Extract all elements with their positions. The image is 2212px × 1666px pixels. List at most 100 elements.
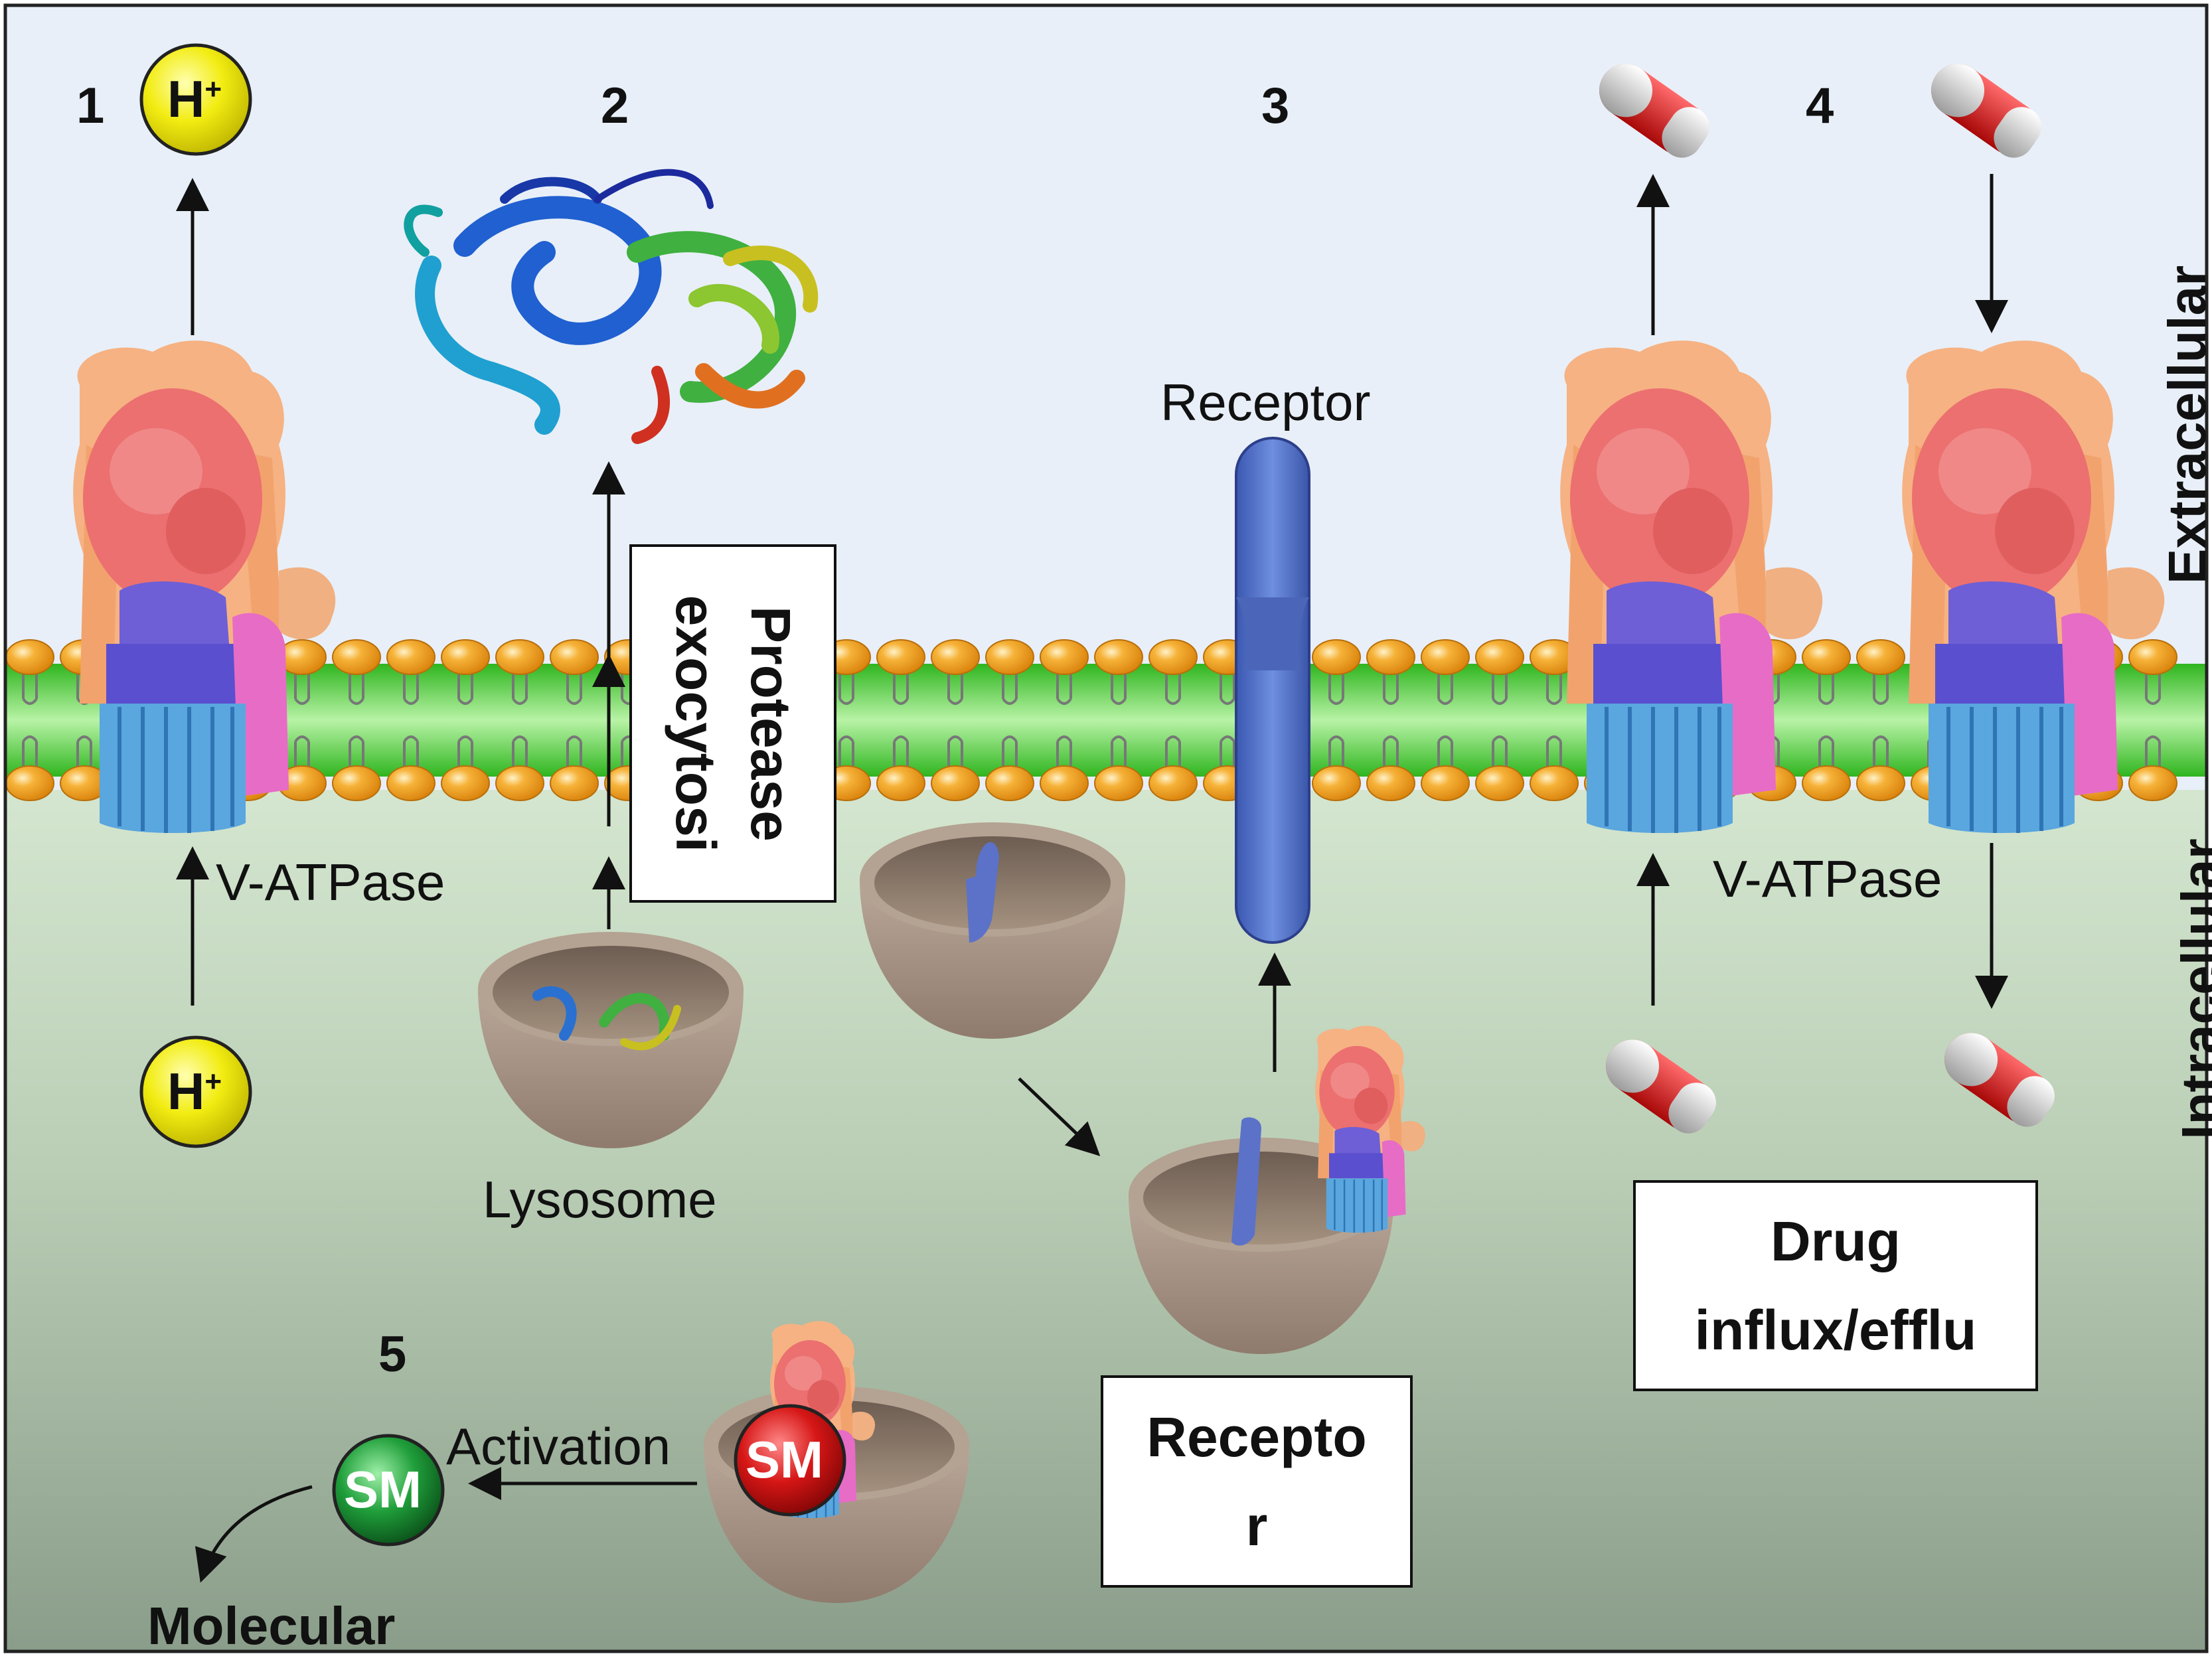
lipid-tail bbox=[294, 674, 310, 705]
lipid-head bbox=[1040, 765, 1089, 801]
receptor-box: Recepto r bbox=[1101, 1375, 1413, 1588]
v-atpase-label-left: V-ATPase bbox=[216, 853, 445, 911]
lipid-tail bbox=[1546, 674, 1562, 705]
lipid-head bbox=[550, 765, 599, 801]
proton-sphere-top bbox=[139, 43, 252, 156]
lysosome-label: Lysosome bbox=[483, 1170, 717, 1229]
arrow-receptor-recycle bbox=[1018, 1077, 1101, 1156]
lipid-head bbox=[1421, 765, 1470, 801]
lipid-tail bbox=[457, 735, 473, 767]
lipid-head bbox=[550, 639, 599, 675]
lipid-head bbox=[1856, 639, 1905, 675]
step-5-number: 5 bbox=[378, 1326, 407, 1383]
lipid-tail bbox=[1437, 735, 1453, 767]
proton-sphere-bottom bbox=[139, 1035, 252, 1148]
lipid-head bbox=[876, 765, 925, 801]
step-2-number: 2 bbox=[601, 78, 629, 134]
cell-membrane bbox=[5, 639, 2207, 801]
lipid-head bbox=[5, 765, 54, 801]
lipid-head bbox=[1366, 765, 1415, 801]
lipid-head bbox=[332, 765, 381, 801]
lipid-tail bbox=[349, 674, 364, 705]
step-3-number: 3 bbox=[1261, 78, 1290, 134]
lipid-head bbox=[1148, 765, 1198, 801]
lipid-tail bbox=[349, 735, 364, 767]
lipid-tail bbox=[1492, 735, 1508, 767]
lipid-tail bbox=[566, 735, 582, 767]
proton-label-top: H+ bbox=[167, 70, 222, 128]
lipid-tail bbox=[1165, 735, 1181, 767]
lipid-head bbox=[1094, 639, 1143, 675]
lipid-tail bbox=[1437, 674, 1453, 705]
lipid-tail bbox=[1818, 735, 1834, 767]
arrow-molecular bbox=[195, 1485, 313, 1583]
lipid-head bbox=[1856, 765, 1905, 801]
lipid-head bbox=[1475, 765, 1524, 801]
lipid-head bbox=[1148, 639, 1198, 675]
intracellular-label: Intracellular bbox=[2171, 838, 2212, 1140]
lipid-head bbox=[1421, 639, 1470, 675]
lipid-tail bbox=[893, 735, 909, 767]
activation-label: Activation bbox=[446, 1417, 671, 1476]
lipid-head bbox=[1530, 765, 1579, 801]
drug-influx-efflux-box: Drug influx/efflu bbox=[1633, 1180, 2038, 1391]
receptor-protein bbox=[1235, 437, 1310, 944]
sm-sphere-inactive bbox=[734, 1404, 846, 1517]
lipid-head bbox=[1802, 765, 1851, 801]
lipid-head bbox=[1312, 639, 1361, 675]
step-4-number: 4 bbox=[1806, 78, 1834, 134]
molecular-label: Molecular bbox=[147, 1596, 396, 1655]
lipid-tail bbox=[1818, 674, 1834, 705]
protease-structure bbox=[404, 169, 819, 444]
lipid-head bbox=[876, 639, 925, 675]
lipid-tail bbox=[1111, 674, 1127, 705]
lipid-tail bbox=[1383, 674, 1399, 705]
lipid-head bbox=[931, 639, 980, 675]
lipid-tail bbox=[1873, 674, 1889, 705]
sm-label-inactive: SM bbox=[746, 1430, 823, 1489]
lipid-tail bbox=[1492, 674, 1508, 705]
lipid-head bbox=[386, 639, 435, 675]
lipid-tail bbox=[22, 735, 38, 767]
lipid-tail bbox=[947, 674, 963, 705]
receptor-label: Receptor bbox=[1160, 373, 1371, 431]
lipid-head bbox=[985, 765, 1034, 801]
lipid-head bbox=[386, 765, 435, 801]
lipid-tail bbox=[294, 735, 310, 767]
lipid-tail bbox=[76, 735, 92, 767]
lipid-head bbox=[495, 639, 544, 675]
lipid-tail bbox=[1111, 735, 1127, 767]
sm-label-active: SM bbox=[344, 1460, 422, 1519]
proton-label-bottom: H+ bbox=[167, 1062, 222, 1120]
lipid-head bbox=[495, 765, 544, 801]
lipid-head bbox=[1366, 639, 1415, 675]
lipid-head bbox=[1802, 639, 1851, 675]
lipid-head bbox=[2128, 639, 2177, 675]
lipid-head bbox=[2128, 765, 2177, 801]
v-atpase-label-right: V-ATPase bbox=[1713, 850, 1942, 908]
lipid-tail bbox=[1056, 735, 1072, 767]
lipid-head bbox=[441, 765, 490, 801]
protease-exocytosis-box: Protease exocytosi bbox=[629, 544, 836, 903]
lipid-tail bbox=[1328, 735, 1344, 767]
lipid-tail bbox=[1220, 674, 1235, 705]
lipid-tail bbox=[512, 735, 528, 767]
lipid-tail bbox=[1220, 735, 1235, 767]
lipid-tail bbox=[1328, 674, 1344, 705]
lipid-head bbox=[985, 639, 1034, 675]
protease-in-lysosome bbox=[532, 986, 681, 1051]
lipid-tail bbox=[1873, 735, 1889, 767]
lipid-tail bbox=[1002, 735, 1018, 767]
lipid-tail bbox=[1002, 674, 1018, 705]
lipid-tail bbox=[1383, 735, 1399, 767]
lipid-tail bbox=[403, 674, 419, 705]
lipid-tail bbox=[947, 735, 963, 767]
lipid-tail bbox=[1165, 674, 1181, 705]
arrows bbox=[176, 174, 2008, 1583]
lipid-head bbox=[1312, 765, 1361, 801]
lipid-tail bbox=[566, 674, 582, 705]
frame bbox=[3, 3, 2209, 1653]
lipid-head bbox=[441, 639, 490, 675]
lipid-head bbox=[332, 639, 381, 675]
